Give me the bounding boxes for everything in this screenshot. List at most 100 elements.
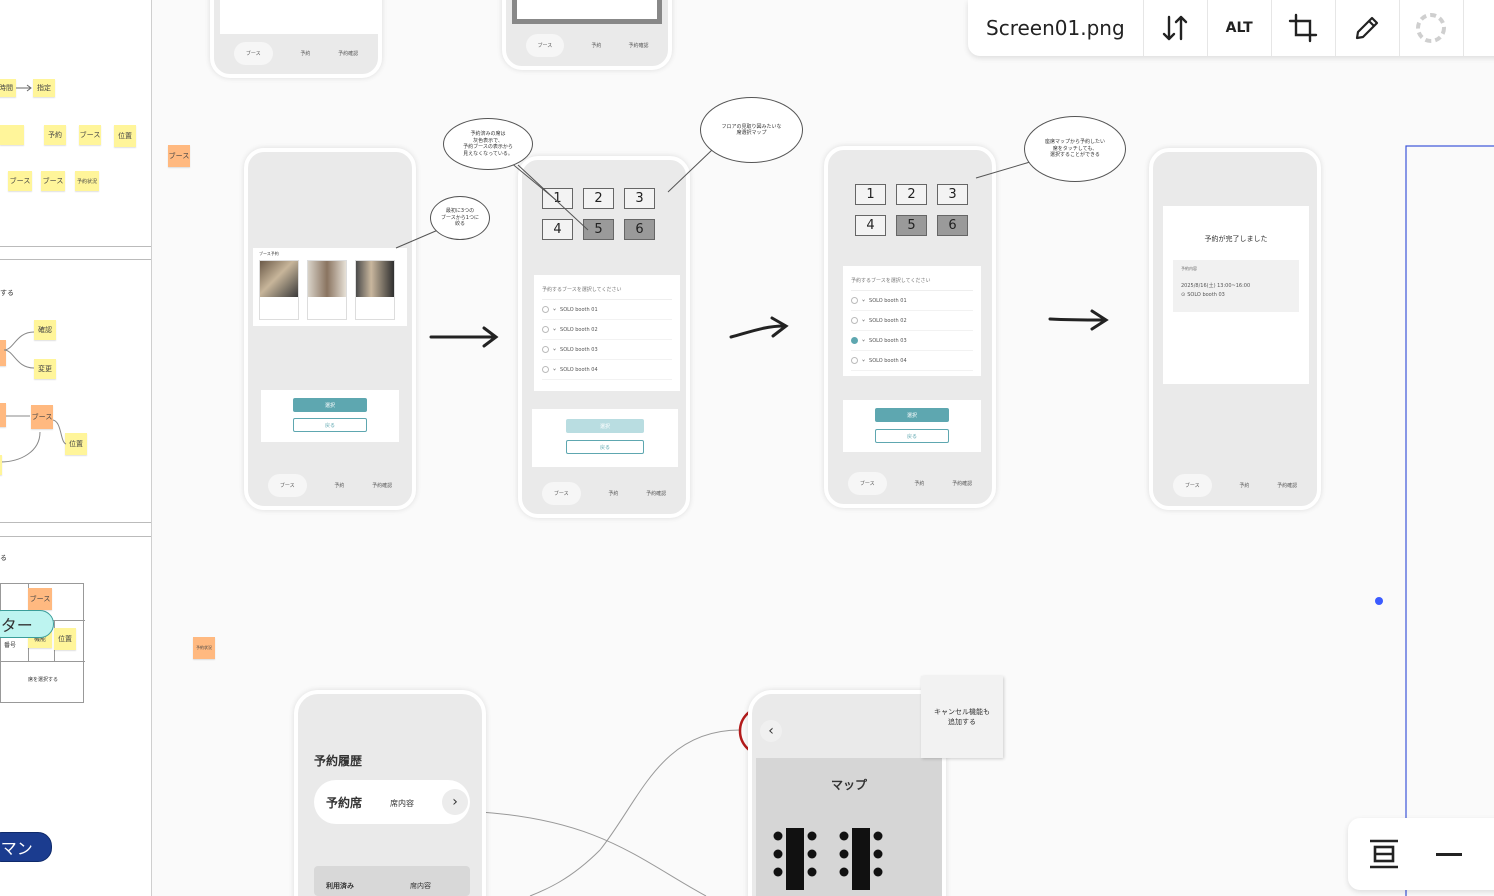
nav-tab-confirm[interactable]: 予約確認	[372, 482, 393, 489]
canvas-sticky-status[interactable]: 予約状況	[193, 637, 215, 659]
booth-option[interactable]: ⑂SOLO booth 04	[542, 360, 672, 380]
nav-tab-booth[interactable]: ブース	[267, 473, 307, 497]
back-button[interactable]: 戻る	[566, 440, 644, 454]
booth-option[interactable]: ⑂SOLO booth 04	[851, 351, 973, 371]
nav-tab-booth[interactable]: ブース	[525, 33, 565, 57]
pill-bottom[interactable]: -マン	[0, 832, 52, 862]
bubble-narrow-booths[interactable]: 最初に3つの ブースから1つに 絞る	[430, 196, 490, 240]
select-button[interactable]: 選択	[293, 398, 367, 412]
chevron-left-icon[interactable]: ‹	[760, 720, 782, 742]
radio-checked-icon	[851, 337, 858, 344]
booth-label: SOLO booth 02	[560, 326, 598, 333]
booth-label: SOLO booth 03	[869, 337, 907, 344]
chair-icon: ⑂	[862, 317, 866, 324]
crop-button[interactable]	[1272, 0, 1336, 56]
seat-1[interactable]: 1	[855, 184, 886, 205]
nav-tab-reserve[interactable]: 予約	[608, 490, 619, 497]
booth-option[interactable]: ⑂SOLO booth 01	[851, 291, 973, 311]
alt-text-button[interactable]: ALT	[1208, 0, 1272, 56]
phone-screen-1: ブース予約 選択 戻る ブース 予約 予約確認	[244, 148, 416, 510]
booth-option[interactable]: ⑂SOLO booth 01	[542, 300, 672, 320]
booth-option-selected[interactable]: ⑂SOLO booth 03	[851, 331, 973, 351]
seat-2[interactable]: 2	[896, 184, 927, 205]
nav-tab-confirm[interactable]: 予約確認	[338, 50, 359, 57]
radio-icon	[542, 326, 549, 333]
seat-4[interactable]: 4	[542, 219, 573, 240]
sticky-booth[interactable]: ブース	[79, 125, 101, 145]
seat-5[interactable]: 5	[896, 215, 927, 236]
bubble-floor-map[interactable]: フロアの見取り図みたいな 席選択マップ	[700, 97, 803, 163]
left-panel: 時間 指定 予約 ブース 位置 ブース ブース 予約状況 する 確認 変更 ブー…	[0, 0, 152, 896]
seat-6[interactable]: 6	[937, 215, 968, 236]
sticky-orange-edge[interactable]	[0, 340, 6, 366]
booth-card[interactable]	[259, 260, 299, 320]
chair-icon: ⑂	[862, 297, 866, 304]
phone-screen-4: 予約が完了しました 予約内容 2025/8/16(土) 13:00~16:00 …	[1149, 148, 1321, 510]
booth-option[interactable]: ⑂SOLO booth 02	[851, 311, 973, 331]
bubble-reserved-gray[interactable]: 予約済みの席は 灰色表示で、 予約ブースの表示から 見えなくなっている。	[443, 118, 533, 170]
nav-tab-reserve[interactable]: 予約	[1239, 482, 1250, 489]
sticky-reserve[interactable]: 予約	[44, 125, 66, 145]
booth-option[interactable]: ⑂SOLO booth 02	[542, 320, 672, 340]
booth-card[interactable]	[307, 260, 347, 320]
history-title: 予約履歴	[314, 754, 363, 768]
sticky-time[interactable]: 時間	[0, 79, 16, 97]
edit-button[interactable]	[1336, 0, 1400, 56]
link-curve-1	[479, 811, 707, 896]
fit-screen-icon[interactable]	[1368, 838, 1400, 870]
sticky-status[interactable]: 予約状況	[75, 171, 99, 191]
table-position[interactable]: 位置	[54, 628, 76, 650]
back-button[interactable]: 戻る	[875, 429, 949, 443]
sticky-change[interactable]: 変更	[34, 359, 56, 379]
nav-tab-booth[interactable]: ブース	[233, 41, 273, 65]
nav-tab-confirm[interactable]: 予約確認	[1277, 482, 1298, 489]
seat-1[interactable]: 1	[542, 188, 573, 209]
sticky-confirm[interactable]: 確認	[34, 320, 56, 340]
select-button[interactable]: 選択	[875, 408, 949, 422]
seat-3[interactable]: 3	[624, 188, 655, 209]
booth-card[interactable]	[355, 260, 395, 320]
note-cancel-feature[interactable]: キャンセル機能も 追加する	[921, 676, 1003, 758]
nav-tab-reserve[interactable]: 予約	[300, 50, 311, 57]
nav-tab-booth[interactable]: ブース	[1172, 473, 1212, 497]
sticky-blank[interactable]	[0, 125, 24, 145]
nav-tab-confirm[interactable]: 予約確認	[952, 480, 973, 487]
select-button-disabled[interactable]: 選択	[566, 419, 644, 433]
filename-label: Screen01.png	[968, 0, 1144, 56]
connector-lines-2	[0, 415, 67, 463]
nav-tab-reserve[interactable]: 予約	[591, 42, 602, 49]
nav-tab-confirm[interactable]: 予約確認	[628, 42, 649, 49]
nav-tab-booth[interactable]: ブース	[847, 471, 887, 495]
sticky-booth-orange[interactable]: ブース	[31, 405, 53, 429]
sticky-position-2[interactable]: 位置	[65, 433, 87, 455]
pill-center[interactable]: -ター	[0, 610, 54, 638]
swap-vertical-button[interactable]	[1144, 0, 1208, 56]
canvas-sticky-booth[interactable]: ブース	[168, 145, 190, 167]
seat-4[interactable]: 4	[855, 215, 886, 236]
seat-detail: 席内容	[390, 799, 414, 808]
chevron-right-icon[interactable]: ›	[442, 789, 468, 815]
sticky-specify[interactable]: 指定	[33, 79, 55, 97]
sticky-edge[interactable]	[0, 455, 2, 475]
nav-tab-reserve[interactable]: 予約	[334, 482, 345, 489]
nav-tab-confirm[interactable]: 予約確認	[646, 490, 667, 497]
seat-2[interactable]: 2	[583, 188, 614, 209]
sticky-booth-a[interactable]: ブース	[8, 171, 32, 191]
nav-tab-booth[interactable]: ブース	[541, 481, 581, 505]
bubble-touch-select[interactable]: 座席マップから予約したい 席をタッチしても、 選択することができる	[1024, 116, 1126, 182]
seat-3[interactable]: 3	[937, 184, 968, 205]
table-booth[interactable]: ブース	[28, 588, 52, 610]
seat-6[interactable]: 6	[624, 219, 655, 240]
loading-button[interactable]	[1400, 0, 1464, 56]
seat-5[interactable]: 5	[583, 219, 614, 240]
sticky-orange-edge2[interactable]	[0, 403, 6, 427]
map-area: マップ	[756, 758, 942, 896]
zoom-out-icon[interactable]	[1436, 852, 1462, 858]
used-card[interactable]: 利用済み 席内容	[314, 866, 470, 896]
nav-tab-reserve[interactable]: 予約	[914, 480, 925, 487]
back-button[interactable]: 戻る	[293, 418, 367, 432]
sticky-booth-b[interactable]: ブース	[41, 171, 65, 191]
booth-option[interactable]: ⑂SOLO booth 03	[542, 340, 672, 360]
sticky-position[interactable]: 位置	[114, 125, 136, 147]
history-card[interactable]: 予約席 席内容 ›	[314, 780, 470, 824]
